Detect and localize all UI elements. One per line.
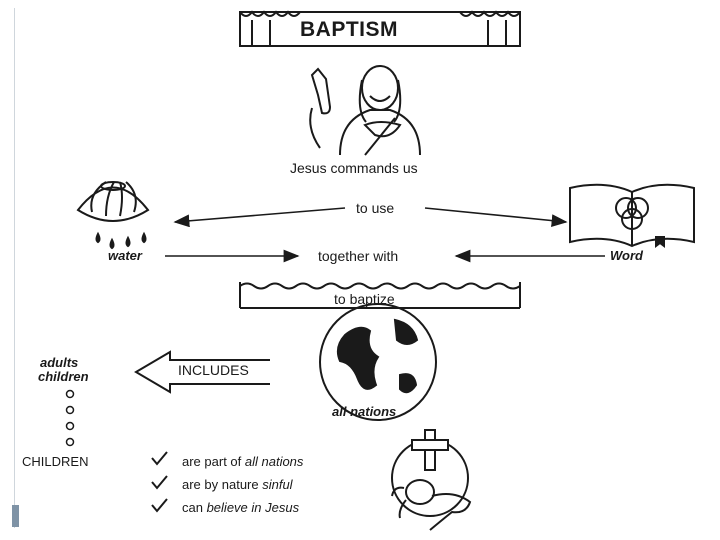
children-label: children [38, 369, 89, 384]
cross-baby-icon [391, 429, 472, 531]
shell-water-icon [76, 181, 150, 250]
left-border-line [14, 8, 15, 528]
title-banner [239, 10, 521, 47]
includes-label: INCLUDES [178, 362, 249, 378]
check-item-1: are part of all nations [182, 454, 303, 469]
check-item-2: are by nature sinful [182, 477, 293, 492]
water-label: water [108, 248, 142, 263]
check-item-emphasis: sinful [262, 477, 293, 492]
to-baptize-label: to baptize [334, 291, 395, 307]
jesus-caption: Jesus commands us [290, 160, 418, 176]
check-item-text: are by nature [182, 477, 263, 492]
check-item-3: can believe in Jesus [182, 500, 299, 515]
to-use-arrows [165, 207, 605, 263]
word-label: Word [610, 248, 643, 263]
adults-label: adults [40, 355, 79, 370]
checkmark-icon [151, 451, 168, 513]
jesus-figure-icon [309, 65, 421, 156]
together-with-label: together with [318, 248, 399, 264]
children-caps-label: CHILDREN [22, 454, 89, 469]
baptize-banner [239, 282, 521, 309]
bible-book-icon [569, 183, 695, 248]
globe-icon [319, 303, 437, 421]
check-item-emphasis: all nations [244, 454, 304, 469]
children-dots [65, 389, 75, 447]
check-item-emphasis: believe in Jesus [206, 500, 300, 515]
left-accent-bar [12, 505, 19, 527]
arrow-left-icon [134, 350, 270, 394]
check-item-text: can [182, 500, 207, 515]
check-item-text: are part of [182, 454, 245, 469]
to-use-label: to use [356, 200, 395, 216]
all-nations-label: all nations [332, 404, 397, 419]
page-title: BAPTISM [300, 18, 398, 41]
